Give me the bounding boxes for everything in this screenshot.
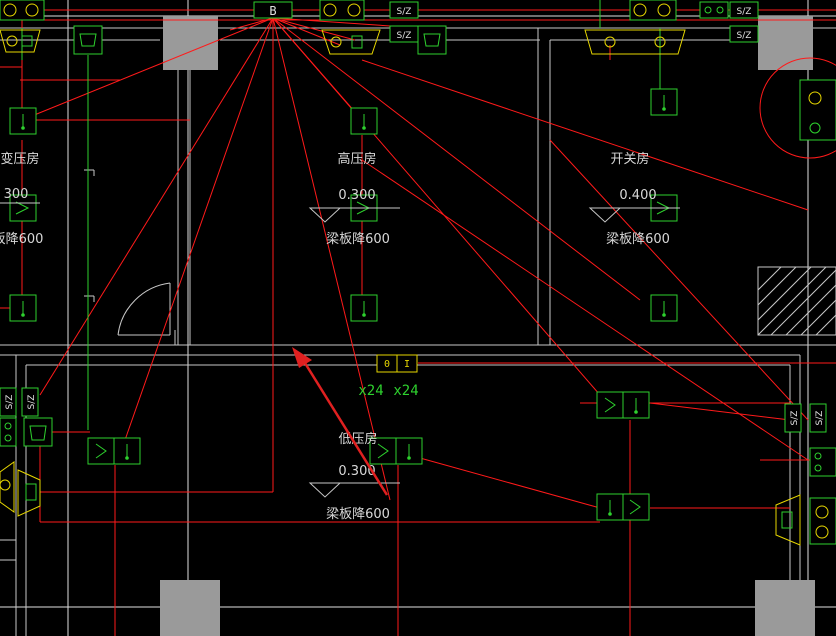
lamp-icon bbox=[809, 497, 836, 545]
socket-label-left: x24 bbox=[358, 383, 383, 399]
room-note: 梁板降600 bbox=[326, 507, 390, 522]
svg-text:S/Z: S/Z bbox=[737, 7, 752, 17]
level-markers bbox=[0, 202, 680, 498]
room-labels: 变压房 300 板降600 高压房 0.300 梁板降600 开关房 0.400… bbox=[0, 151, 670, 522]
lamp-icon bbox=[799, 79, 836, 141]
sz-box: S/Z bbox=[0, 387, 17, 417]
lamp-fixtures[interactable] bbox=[0, 0, 836, 546]
sz-box: S/Z bbox=[21, 387, 39, 417]
svg-text:0: 0 bbox=[384, 359, 390, 370]
room-level: 0.300 bbox=[338, 464, 375, 479]
lamp-icon bbox=[0, 0, 45, 21]
svg-text:S/Z: S/Z bbox=[27, 395, 37, 410]
switch-box bbox=[9, 107, 37, 135]
svg-text:S/Z: S/Z bbox=[815, 411, 825, 426]
room-note: 梁板降600 bbox=[606, 232, 670, 247]
panel-label: B bbox=[269, 4, 276, 18]
sz-box: S/Z bbox=[784, 403, 802, 433]
sz-box: S/Z bbox=[389, 1, 419, 19]
lamp-icon bbox=[629, 0, 677, 21]
svg-text:S/Z: S/Z bbox=[397, 7, 412, 17]
room-name: 开关房 bbox=[610, 151, 649, 167]
circle-marker bbox=[759, 57, 836, 159]
switch-box bbox=[650, 88, 678, 116]
room-level: 300 bbox=[4, 187, 29, 202]
hatched-area bbox=[757, 266, 836, 336]
sz-box: S/Z bbox=[729, 25, 759, 43]
lamp-icon bbox=[0, 461, 15, 513]
svg-text:I: I bbox=[404, 359, 410, 370]
lamp-icon bbox=[0, 29, 41, 53]
column bbox=[160, 580, 220, 636]
lamp-icon bbox=[809, 447, 836, 477]
lamp-icon bbox=[23, 417, 53, 447]
svg-text:S/Z: S/Z bbox=[397, 31, 412, 41]
room-level: 0.300 bbox=[338, 188, 375, 203]
lamp-icon bbox=[584, 29, 686, 55]
switch-box bbox=[9, 194, 37, 222]
svg-text:S/Z: S/Z bbox=[737, 31, 752, 41]
sz-box: S/Z bbox=[729, 1, 759, 19]
lamp-icon bbox=[699, 1, 729, 19]
structural-columns bbox=[160, 16, 815, 636]
column bbox=[755, 580, 815, 636]
switch-box bbox=[350, 294, 378, 322]
svg-text:S/Z: S/Z bbox=[790, 411, 800, 426]
lamp-icon bbox=[775, 494, 801, 546]
double-switch bbox=[596, 391, 650, 419]
svg-text:S/Z: S/Z bbox=[5, 395, 15, 410]
room-name: 低压房 bbox=[338, 431, 377, 447]
room-name: 变压房 bbox=[0, 151, 39, 167]
room-note: 梁板降600 bbox=[326, 232, 390, 247]
room-name: 高压房 bbox=[337, 151, 376, 167]
switch-boxes[interactable] bbox=[9, 88, 678, 322]
lamp-icon bbox=[319, 0, 365, 21]
column bbox=[163, 16, 218, 70]
lamp-icon bbox=[73, 25, 103, 55]
switch-box bbox=[9, 294, 37, 322]
walls bbox=[0, 27, 836, 636]
distribution-panel[interactable]: B bbox=[253, 1, 293, 19]
sz-box: S/Z bbox=[389, 25, 419, 43]
socket-label-right: x24 bbox=[393, 383, 418, 399]
sz-box: S/Z bbox=[809, 403, 827, 433]
annotation-arrow bbox=[292, 347, 389, 496]
double-switch bbox=[596, 493, 650, 521]
switch-box bbox=[650, 294, 678, 322]
lamp-icon bbox=[321, 29, 381, 55]
sz-boxes[interactable]: S/Z S/Z S/Z S/Z S/Z S/Z S/Z S/Z bbox=[0, 1, 827, 433]
double-switch bbox=[369, 437, 423, 465]
column bbox=[758, 16, 813, 70]
lamp-icon bbox=[0, 417, 17, 447]
double-switch-boxes[interactable] bbox=[87, 391, 650, 521]
room-level: 0.400 bbox=[619, 188, 656, 203]
double-switch bbox=[87, 437, 141, 465]
lamp-icon bbox=[417, 25, 447, 55]
socket-box[interactable]: 0 I bbox=[376, 354, 418, 373]
switch-box bbox=[350, 107, 378, 135]
lamp-icon bbox=[17, 469, 41, 517]
room-note: 板降600 bbox=[0, 232, 43, 247]
